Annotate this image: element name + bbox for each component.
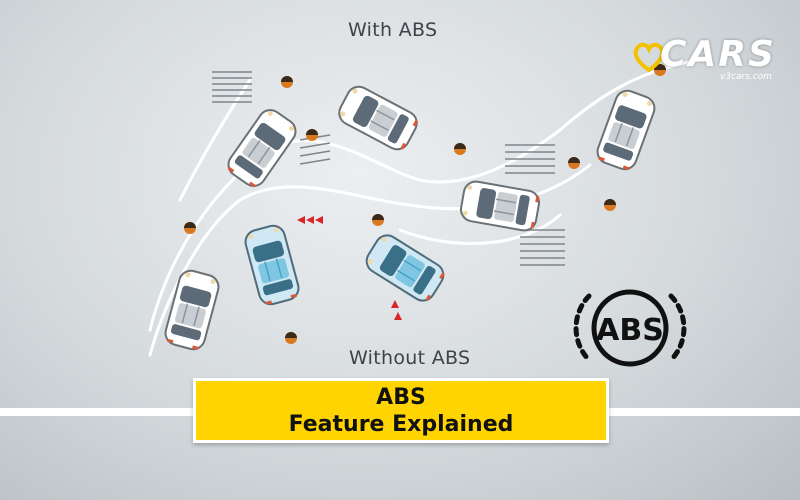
brand-domain: v3cars.com — [720, 72, 772, 82]
abs-warning-icon: ABS — [573, 289, 687, 367]
title-line-1: ABS — [376, 384, 426, 410]
title-line-2: Feature Explained — [288, 411, 514, 437]
title-banner: ABS Feature Explained — [193, 378, 609, 443]
car-without-abs-1 — [241, 222, 303, 308]
brand-logo: CARS v3cars.com — [628, 34, 778, 86]
car-without-abs-2 — [361, 229, 449, 307]
car-with-abs-3 — [458, 178, 542, 234]
car-with-abs-4 — [593, 86, 659, 174]
car-with-abs-2 — [334, 81, 422, 155]
heart-logo-icon — [633, 42, 665, 73]
motion-arrows — [297, 216, 402, 320]
brand-name: CARS — [660, 34, 776, 75]
with-abs-caption: With ABS — [348, 19, 438, 41]
without-abs-caption: Without ABS — [349, 347, 471, 369]
abs-symbol-text: ABS — [596, 313, 664, 348]
car-without-abs-grey — [161, 267, 223, 353]
